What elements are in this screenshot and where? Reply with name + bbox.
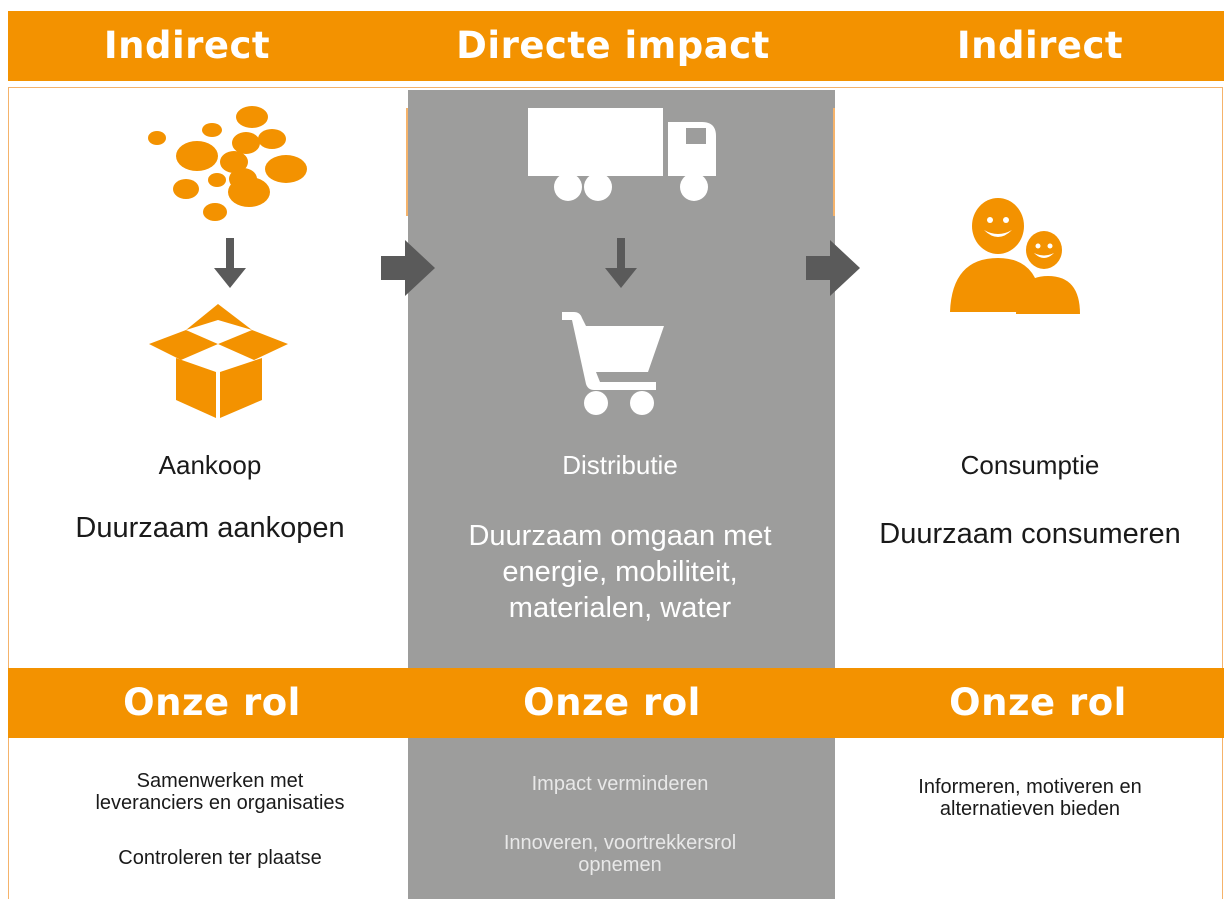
role-left-label: Onze rol bbox=[123, 681, 301, 724]
down-arrow-icon-2 bbox=[605, 238, 637, 288]
role-line: Samenwerken met bbox=[136, 770, 304, 792]
divider-tick-left bbox=[406, 108, 408, 216]
top-section-outline bbox=[8, 87, 1223, 668]
role-center-item2: Innoveren, voortrekkersrol opnemen bbox=[420, 832, 820, 876]
column-title-consumptie: Consumptie bbox=[960, 450, 1100, 480]
role-band: Onze rol Onze rol Onze rol bbox=[8, 668, 1224, 738]
column-title-aankoop: Aankoop bbox=[158, 450, 262, 480]
column-subtitle-aankoop: Duurzaam aankopen bbox=[75, 512, 345, 544]
center-panel-bottom bbox=[408, 738, 835, 899]
role-line: leveranciers en organisaties bbox=[95, 792, 345, 814]
right-arrow-icon-2 bbox=[806, 240, 860, 296]
role-line: alternatieven bieden bbox=[939, 798, 1121, 820]
bottom-section-outline bbox=[8, 738, 1223, 899]
role-left-item2: Controleren ter plaatse bbox=[118, 847, 322, 869]
role-right-label: Onze rol bbox=[949, 681, 1127, 724]
header-left-label: Indirect bbox=[103, 24, 271, 67]
subtitle-line: energie, mobiliteit, bbox=[502, 556, 738, 588]
subtitle-line: Duurzaam omgaan met bbox=[468, 520, 772, 552]
role-line: opnemen bbox=[578, 854, 662, 876]
down-arrow-icon bbox=[214, 238, 246, 288]
role-center-label: Onze rol bbox=[523, 681, 701, 724]
right-arrow-icon-1 bbox=[381, 240, 435, 296]
header-band: Indirect Directe impact Indirect bbox=[8, 11, 1224, 81]
box-icon bbox=[149, 304, 288, 418]
column-subtitle-consumptie: Duurzaam consumeren bbox=[879, 518, 1181, 550]
role-line: Informeren, motiveren en bbox=[918, 776, 1142, 798]
cart-icon bbox=[562, 312, 664, 415]
subtitle-line: materialen, water bbox=[508, 592, 732, 624]
header-center-label: Directe impact bbox=[456, 24, 770, 67]
role-line: Innoveren, voortrekkersrol bbox=[503, 832, 737, 854]
column-title-distributie: Distributie bbox=[562, 450, 678, 480]
role-center-item1: Impact verminderen bbox=[531, 773, 709, 795]
center-panel-top bbox=[408, 90, 835, 668]
role-right-item1: Informeren, motiveren en alternatieven b… bbox=[850, 776, 1210, 820]
truck-icon bbox=[528, 108, 716, 201]
people-icon bbox=[950, 198, 1080, 314]
bubbles-icon bbox=[148, 106, 307, 221]
role-left-item1: Samenwerken met leveranciers en organisa… bbox=[40, 770, 400, 814]
header-right-label: Indirect bbox=[956, 24, 1124, 67]
column-subtitle-distributie: Duurzaam omgaan met energie, mobiliteit,… bbox=[420, 518, 820, 626]
divider-tick-right bbox=[833, 108, 835, 216]
